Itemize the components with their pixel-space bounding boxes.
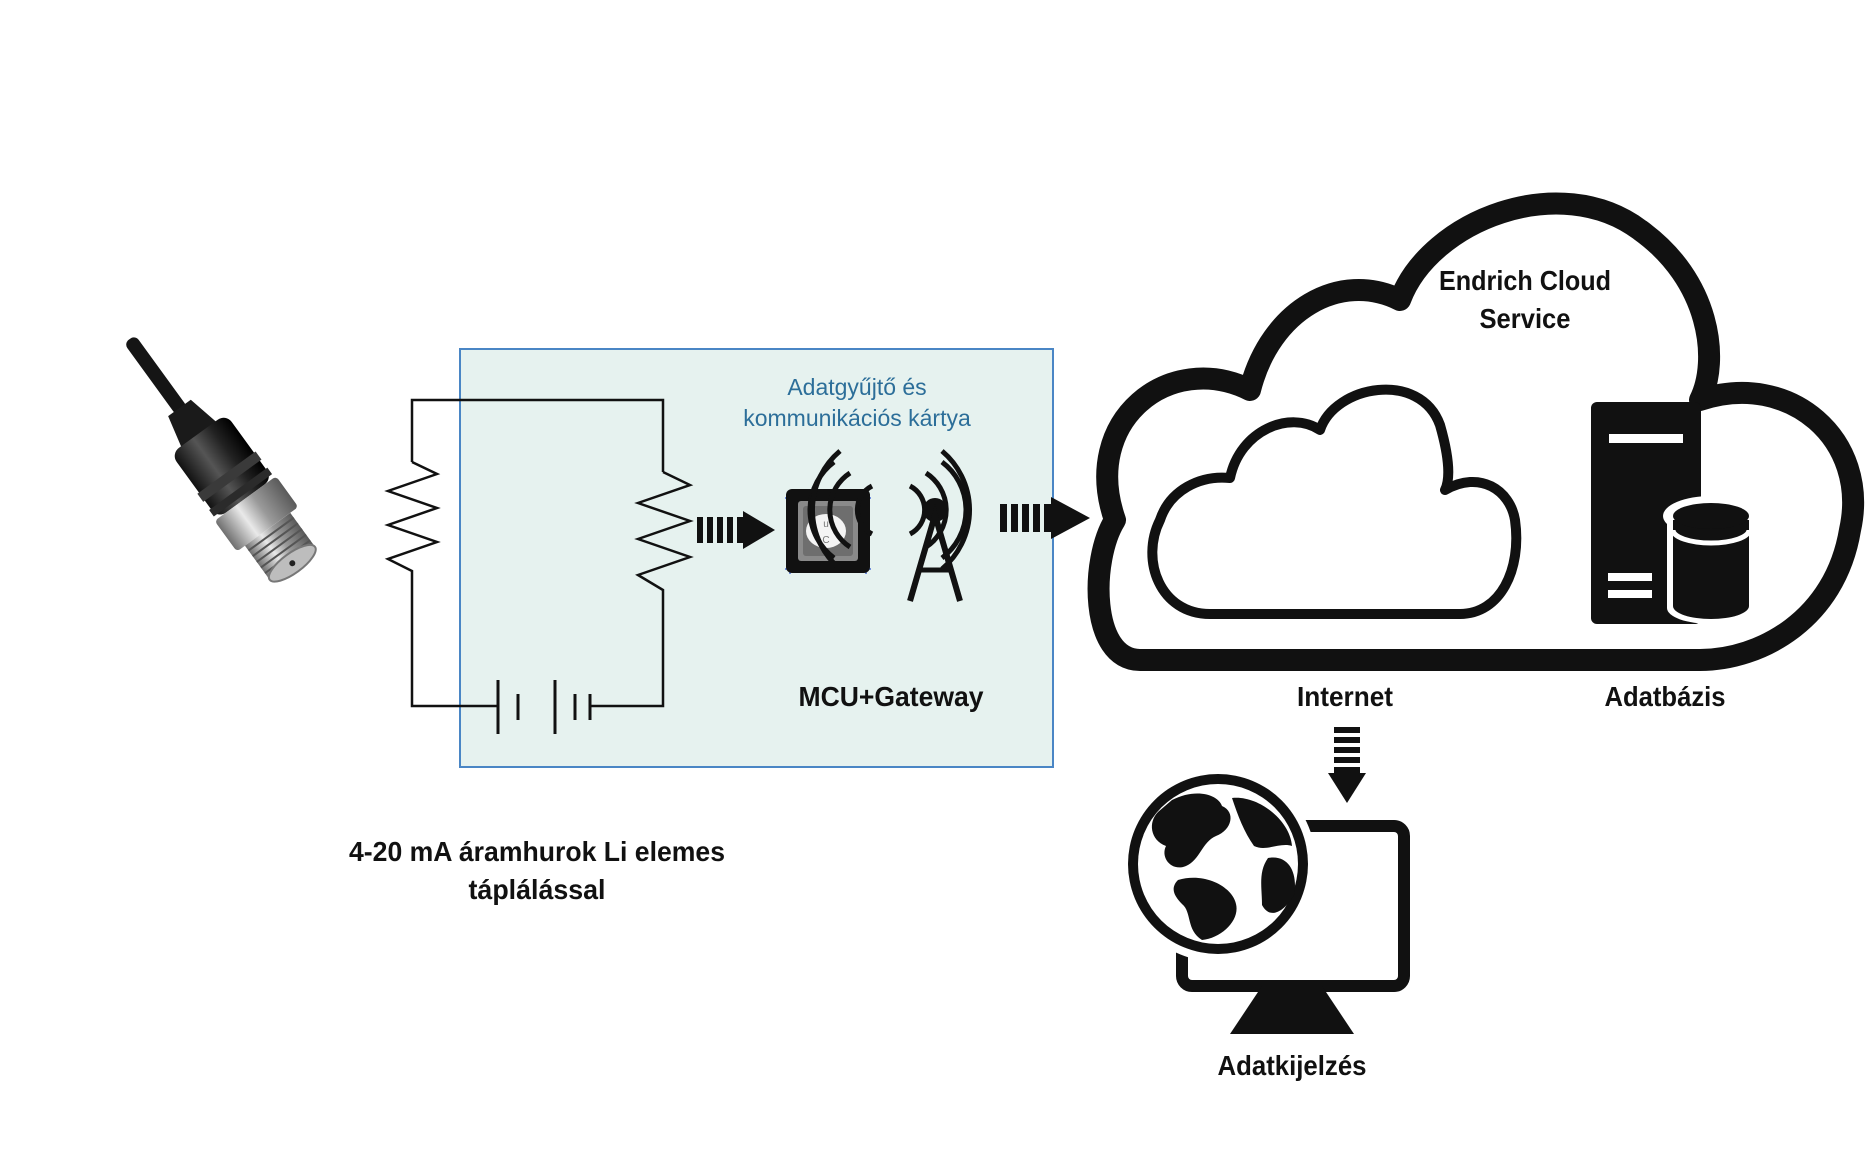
arrow-internet-to-display	[1328, 727, 1366, 803]
arrow-circuit-to-mcu	[697, 511, 775, 549]
card-title-line1: Adatgyűjtő és	[787, 374, 926, 400]
current-loop-label-line1: 4-20 mA áramhurok Li elemes	[349, 836, 725, 867]
svg-text:u: u	[823, 519, 829, 530]
cloud-title-line2: Service	[1480, 303, 1571, 334]
cloud-title-line1: Endrich Cloud	[1439, 265, 1611, 296]
microcontroller-chip-icon: u C	[785, 489, 871, 574]
database-label: Adatbázis	[1605, 681, 1726, 712]
radio-tower-icon	[807, 449, 972, 602]
monitor-globe-icon	[1120, 766, 1410, 1034]
current-loop-circuit	[384, 398, 694, 734]
server-database-icon	[1591, 402, 1759, 624]
display-label: Adatkijelzés	[1218, 1050, 1367, 1081]
pressure-sensor-icon	[126, 337, 317, 583]
current-loop-label-line2: táplálással	[469, 874, 606, 905]
arrow-gateway-to-cloud	[1000, 497, 1090, 539]
mcu-gateway-label: MCU+Gateway	[799, 681, 984, 712]
card-title-line2: kommunikációs kártya	[743, 405, 971, 431]
internet-label: Internet	[1297, 681, 1393, 712]
svg-text:C: C	[822, 535, 829, 546]
